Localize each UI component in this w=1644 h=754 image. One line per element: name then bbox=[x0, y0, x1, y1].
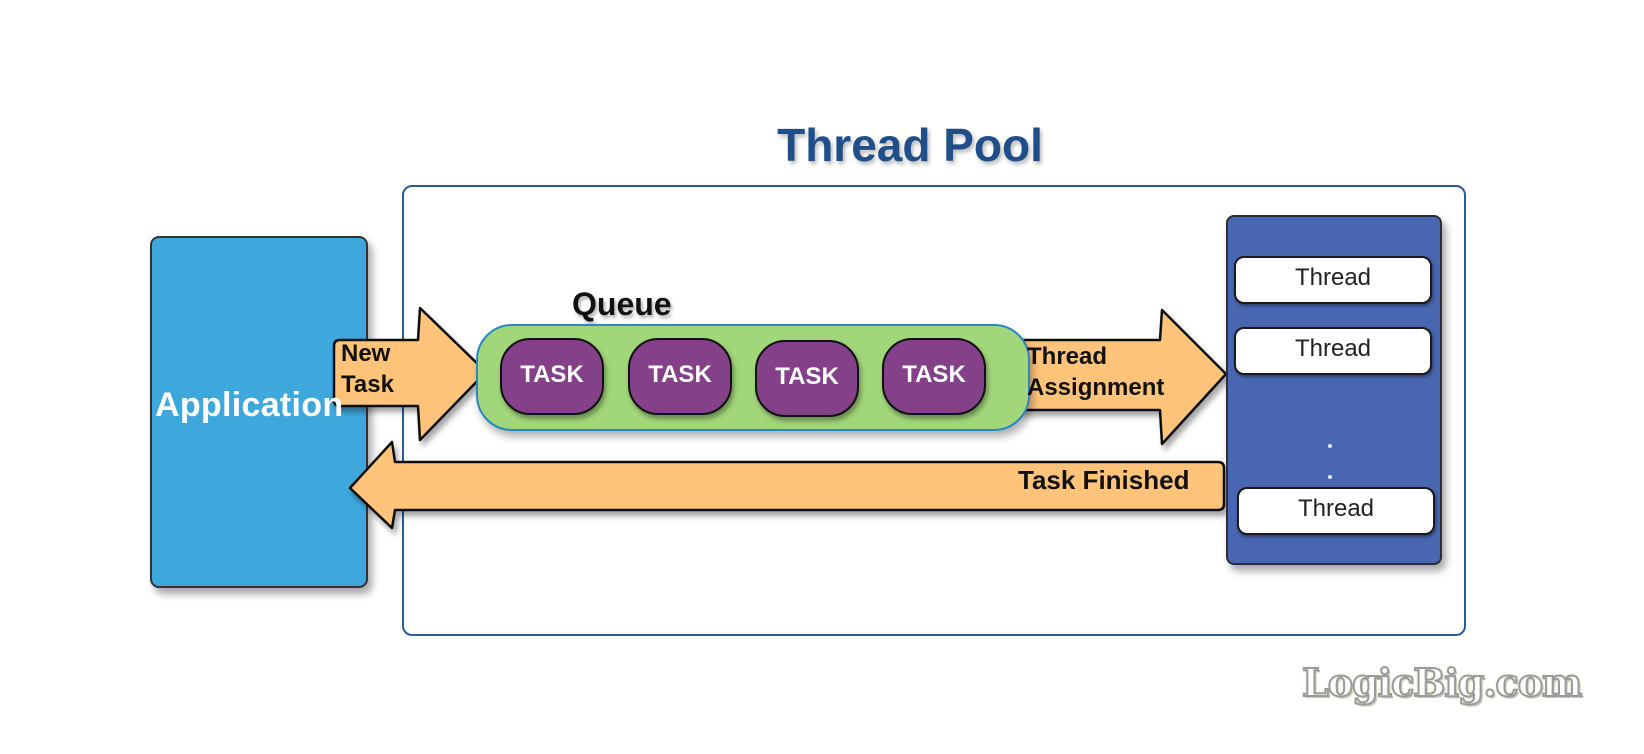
new-task-label-line2: Task bbox=[341, 371, 394, 398]
task-item: TASK bbox=[500, 338, 604, 415]
thread-assignment-label-line2: Assignment bbox=[1027, 374, 1165, 401]
application-label: Application bbox=[155, 386, 344, 424]
task-item: TASK bbox=[755, 340, 859, 417]
thread-pool-title: Thread Pool bbox=[777, 119, 1043, 171]
thread-assignment-label-line1: Thread bbox=[1027, 343, 1108, 370]
task-item: TASK bbox=[882, 338, 986, 415]
new-task-label: New Task bbox=[341, 338, 394, 400]
thread-item: Thread bbox=[1234, 256, 1432, 304]
new-task-arrow bbox=[332, 306, 488, 442]
queue-label: Queue bbox=[572, 286, 672, 322]
task-finished-label: Task Finished bbox=[1018, 465, 1190, 495]
thread-item: Thread bbox=[1237, 487, 1435, 535]
task-item: TASK bbox=[628, 338, 732, 415]
logicbig-watermark-logo: LogicBig.com bbox=[1301, 659, 1583, 706]
application-box bbox=[150, 236, 368, 588]
ellipsis-dot bbox=[1328, 444, 1332, 448]
thread-pool-container bbox=[402, 185, 1466, 636]
task-finished-arrow bbox=[348, 440, 1226, 530]
ellipsis-dot bbox=[1328, 475, 1332, 479]
thread-assignment-label: Thread Assignment bbox=[1027, 341, 1164, 403]
new-task-label-line1: New bbox=[341, 340, 391, 367]
thread-item: Thread bbox=[1234, 327, 1432, 375]
